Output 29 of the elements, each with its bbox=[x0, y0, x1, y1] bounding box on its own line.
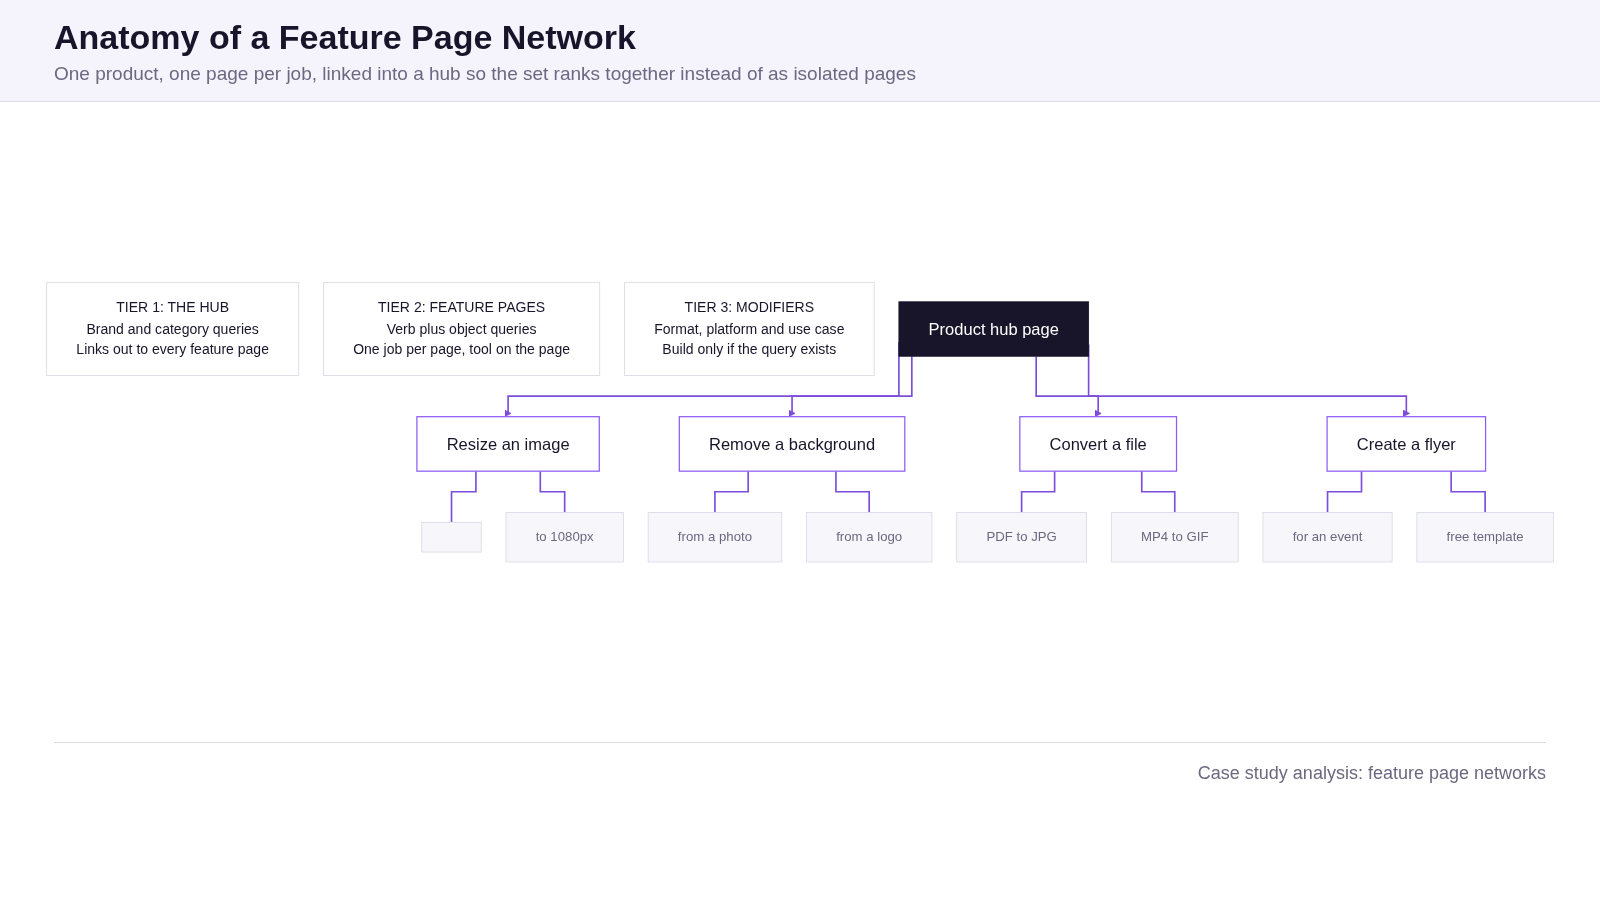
footer-note: Case study analysis: feature page networks bbox=[1197, 763, 1546, 783]
node-box: from a logo bbox=[806, 511, 933, 563]
node-box: TIER 2: FEATURE PAGES Verb plus object queries One job per page, tool on the page bbox=[323, 281, 601, 376]
connector bbox=[1140, 470, 1176, 513]
connector bbox=[450, 470, 477, 523]
connector bbox=[1020, 470, 1056, 513]
node-box: to 1080px bbox=[505, 511, 624, 563]
node-box: Create a flyer bbox=[1326, 415, 1487, 472]
title: Anatomy of a Feature Page Network bbox=[54, 18, 637, 57]
connector bbox=[1326, 470, 1363, 513]
node-box: Remove a background bbox=[678, 415, 906, 472]
subtitle: One product, one page per job, linked into a hub so the set ranks together instead of as isolated pages bbox=[54, 63, 916, 85]
node-box: Resize an image bbox=[416, 415, 600, 472]
node-box: Convert a file bbox=[1019, 415, 1178, 472]
arrow bbox=[788, 355, 913, 417]
node-box bbox=[421, 521, 482, 553]
node-box: PDF to JPG bbox=[956, 511, 1087, 563]
node-box: free template bbox=[1416, 511, 1554, 563]
node-box: Product hub page bbox=[898, 301, 1090, 357]
node-box: TIER 1: THE HUB Brand and category queries Links out to every feature page bbox=[46, 281, 300, 376]
node-box: for an event bbox=[1262, 511, 1393, 563]
connector bbox=[835, 470, 870, 513]
connector bbox=[1450, 470, 1486, 513]
node-box: MP4 to GIF bbox=[1110, 511, 1239, 563]
node-box: from a photo bbox=[647, 511, 783, 563]
connector bbox=[714, 470, 749, 513]
connector bbox=[539, 470, 566, 513]
node-box: TIER 3: MODIFIERS Format, platform and use case Build only if the query exists bbox=[624, 281, 875, 376]
arrow bbox=[1035, 355, 1102, 417]
